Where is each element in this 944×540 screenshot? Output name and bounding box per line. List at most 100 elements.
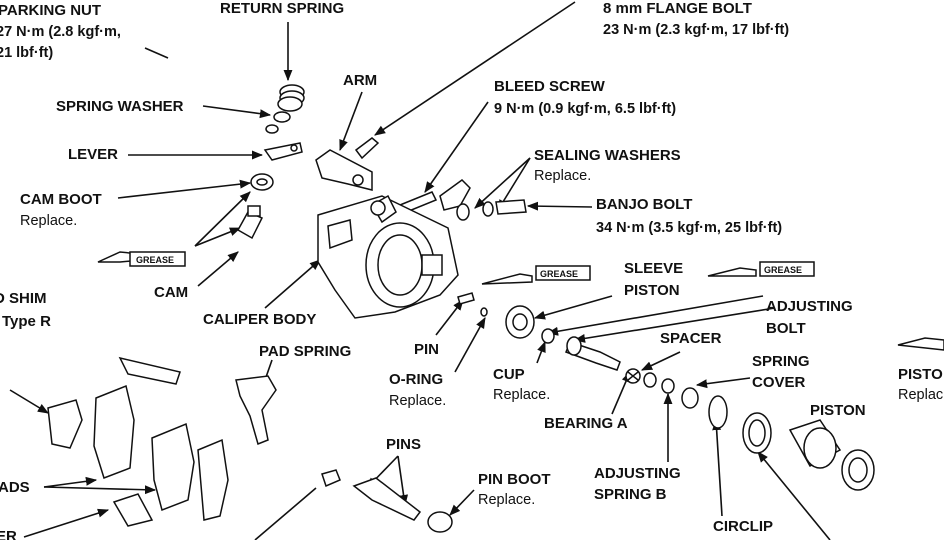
adjusting-spring-b-part: [661, 378, 675, 394]
leader-arm: [339, 91, 363, 152]
pin-bolt-part: [321, 469, 341, 488]
leader-grease-3: [546, 295, 764, 336]
grease-tag-2: GREASE: [540, 269, 578, 279]
label-sealing-washers-note: Replace.: [534, 168, 592, 184]
pin-boot-part: [427, 511, 453, 533]
label-adjusting-bolt: BOLT: [766, 320, 806, 337]
label-arm: ARM: [343, 72, 378, 89]
return-spring-part: [277, 84, 305, 112]
label-spring-b: SPRING B: [594, 486, 667, 503]
guide-pin-part: [352, 477, 422, 521]
label-sealing-washers: SEALING WASHERS: [534, 147, 681, 164]
label-cam-boot: CAM BOOT: [20, 191, 102, 208]
leader-o-ring: [454, 317, 486, 373]
label-spring-cover: COVER: [752, 374, 806, 391]
label-pin-boot: PIN BOOT: [478, 471, 551, 488]
leader-cam-boot: [117, 179, 252, 199]
flange-bolt-part: [354, 137, 380, 160]
label-o-ring: O-RING: [389, 371, 444, 388]
label-flange-bolt: 8 mm FLANGE BOLT: [603, 0, 752, 17]
label-pads: ADS: [0, 479, 30, 496]
label-pin-boot-note: Replace.: [478, 492, 536, 508]
spring-cover-part: [681, 387, 699, 409]
label-cam-boot-note: Replace.: [20, 213, 78, 229]
label-shim: D SHIM: [0, 290, 47, 307]
leader-grease-1: [194, 191, 251, 247]
leader-grease-1b: [194, 227, 242, 247]
circlip-part: [708, 395, 728, 429]
label-parking-nut: PARKING NUT: [0, 2, 102, 19]
label-pins: PINS: [386, 436, 422, 453]
label-spring-washer: SPRING WASHER: [56, 98, 184, 115]
pad-outer-part: [151, 422, 195, 511]
label-cam: CAM: [154, 284, 189, 301]
label-piston-boot-note: Replac: [898, 387, 944, 403]
label-shim-bottom: ER: [0, 528, 17, 540]
label-bearing-a: BEARING A: [544, 415, 628, 432]
label-cup-note: Replace.: [493, 387, 551, 403]
label-circlip: CIRCLIP: [713, 518, 773, 535]
label-cup: CUP: [493, 366, 525, 383]
leader-bleed-screw: [424, 101, 489, 193]
label-spring: SPRING: [752, 353, 810, 370]
sealing-washer-a: [456, 203, 470, 221]
leader-pads-2: [43, 485, 157, 495]
spring-washer-part: [273, 111, 291, 123]
banjo-bolt-part: [495, 199, 527, 215]
leader-parking-nut: [144, 47, 169, 59]
label-lever: LEVER: [68, 146, 119, 163]
label-sleeve: SLEEVE: [624, 260, 684, 277]
o-ring-part: [480, 307, 488, 317]
shim-part: [47, 399, 83, 449]
leader-pins-2: [397, 455, 409, 507]
label-bleed-screw: BLEED SCREW: [494, 78, 605, 95]
label-pad-spring: PAD SPRING: [259, 343, 352, 360]
leader-flange-bolt: [374, 1, 576, 136]
pin-part: [457, 292, 475, 305]
grease-tag-1: GREASE: [136, 255, 174, 265]
spacer-part: [643, 372, 657, 388]
parking-nut-part: [265, 124, 279, 134]
leader-pads-1: [43, 476, 98, 488]
leader-banjo-bolt: [526, 201, 593, 211]
shim-outer-part: [197, 438, 229, 521]
label-banjo-bolt-torque: 34 N·m (3.5 kgf·m, 25 lbf·ft): [596, 220, 783, 236]
grease-tag-3: GREASE: [764, 265, 802, 275]
leader-cam: [197, 251, 239, 287]
leader-circlip: [712, 418, 723, 517]
leader-shim-bottom: [23, 508, 110, 538]
shim-bottom-part: [112, 493, 154, 527]
leader-cup: [536, 340, 546, 364]
leader-sleeve-piston: [533, 295, 613, 320]
label-o-ring-note: Replace.: [389, 393, 447, 409]
label-parking-nut-torque-2: 21 lbf·ft): [0, 45, 54, 61]
label-adjusting-b: ADJUSTING: [594, 465, 681, 482]
label-banjo-bolt: BANJO BOLT: [596, 196, 693, 213]
grease-tube-4: [897, 337, 944, 351]
label-return-spring: RETURN SPRING: [220, 0, 345, 17]
leader-caliper-body: [264, 259, 321, 309]
leader-spring-cover: [695, 377, 751, 389]
grease-tube-2: [481, 273, 533, 285]
leader-spring-washer: [202, 105, 272, 119]
leader-pin-boot: [449, 489, 475, 516]
label-parking-nut-torque-1: 27 N·m (2.8 kgf·m,: [0, 24, 121, 40]
leader-pin: [435, 299, 464, 336]
label-piston-sleeve: PISTON: [624, 282, 680, 299]
cam-part: [236, 211, 264, 240]
leader-piston-seal: [757, 451, 831, 540]
label-type-r: Type R: [2, 313, 51, 330]
grease-tube-3: [707, 267, 757, 277]
pad-clip-part: [118, 356, 181, 385]
leader-shim: [9, 389, 49, 414]
parts: [47, 84, 944, 533]
leader-spacer: [640, 351, 681, 371]
pad-spring-part: [235, 375, 277, 446]
grease-tags: GREASE GREASE GREASE: [136, 255, 802, 279]
pad-inner-part: [93, 384, 135, 479]
label-piston: PISTON: [810, 402, 866, 419]
cup-part: [541, 328, 555, 344]
label-pin: PIN: [414, 341, 440, 358]
